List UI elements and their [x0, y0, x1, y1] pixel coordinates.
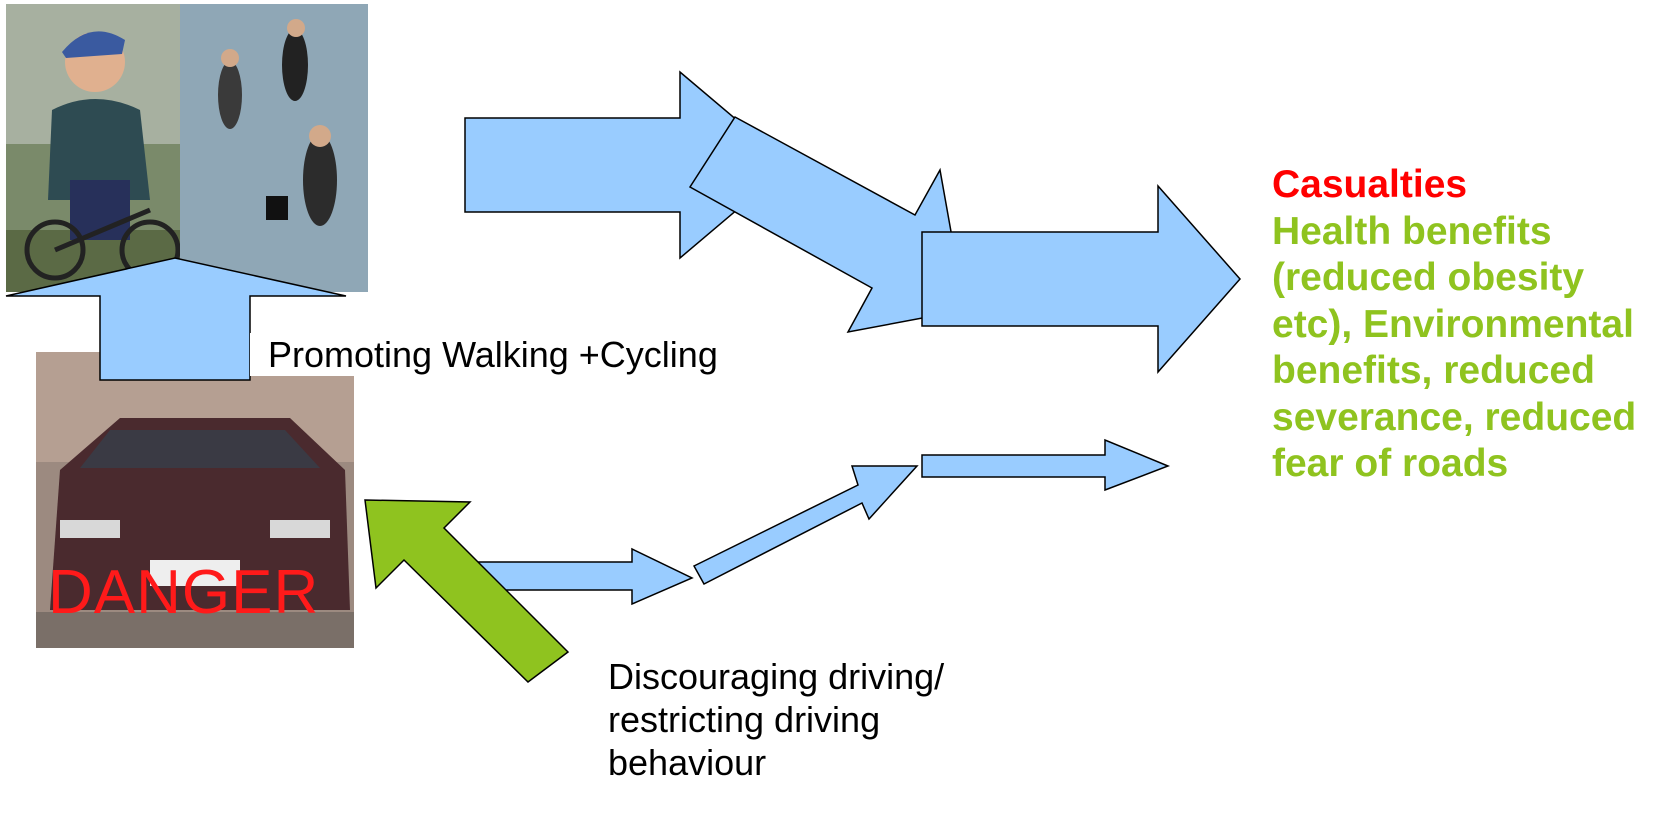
discourage-driving-label: Discouraging driving/ restricting drivin…	[608, 656, 945, 783]
walking-cycling-arrow-3	[921, 184, 1241, 374]
car-photo	[36, 352, 354, 648]
benefits-label: Health benefits (reduced obesity etc), E…	[1272, 209, 1637, 486]
driving-arrow-2	[692, 465, 919, 585]
promote-walking-cycling-label: Promoting Walking +Cycling	[250, 333, 736, 376]
danger-label: DANGER	[48, 558, 320, 627]
cyclist-photo	[6, 4, 181, 292]
outcomes-text: Casualties Health benefits (reduced obes…	[1272, 162, 1652, 488]
discourage-driving-arrow	[364, 499, 570, 683]
driving-arrow-3	[921, 438, 1171, 492]
walkers-photo	[180, 4, 368, 292]
walking-cycling-arrow-2	[688, 116, 966, 334]
casualties-label: Casualties	[1272, 163, 1468, 206]
